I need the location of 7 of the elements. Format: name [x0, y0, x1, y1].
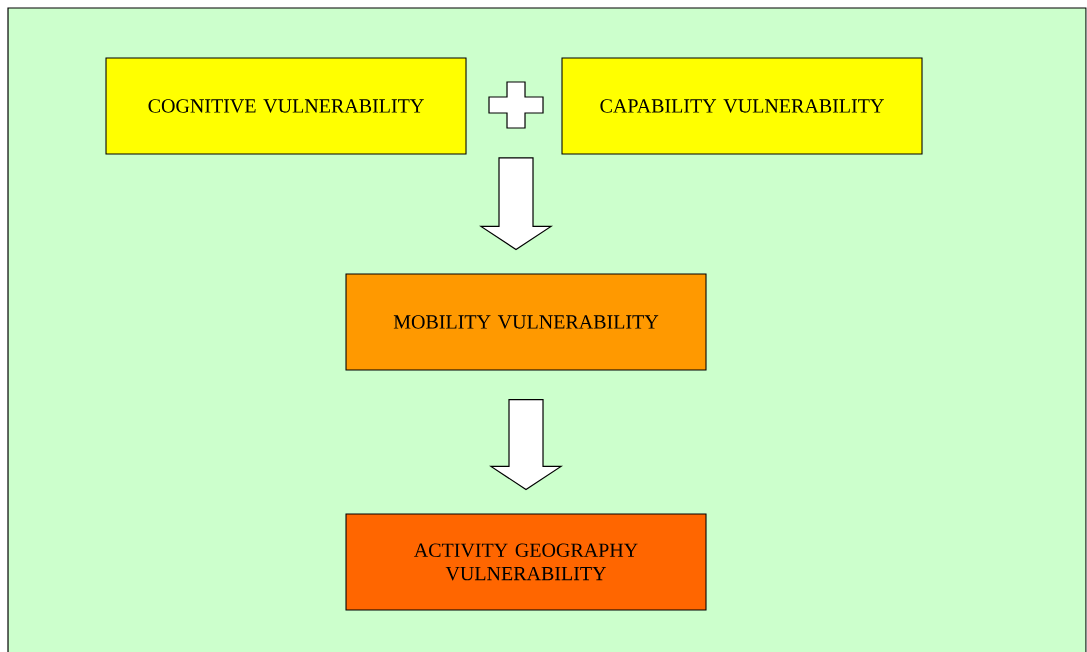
process-box: CAPABILITY VULNERABILITY [561, 57, 923, 155]
block-arrow [489, 398, 563, 491]
process-box: MOBILITY VULNERABILITY [345, 273, 707, 371]
process-box: ACTIVITY GEOGRAPHY VULNERABILITY [345, 513, 707, 611]
plus-sign [488, 81, 544, 129]
process-box: COGNITIVE VULNERABILITY [105, 57, 467, 155]
block-arrow [479, 157, 553, 251]
